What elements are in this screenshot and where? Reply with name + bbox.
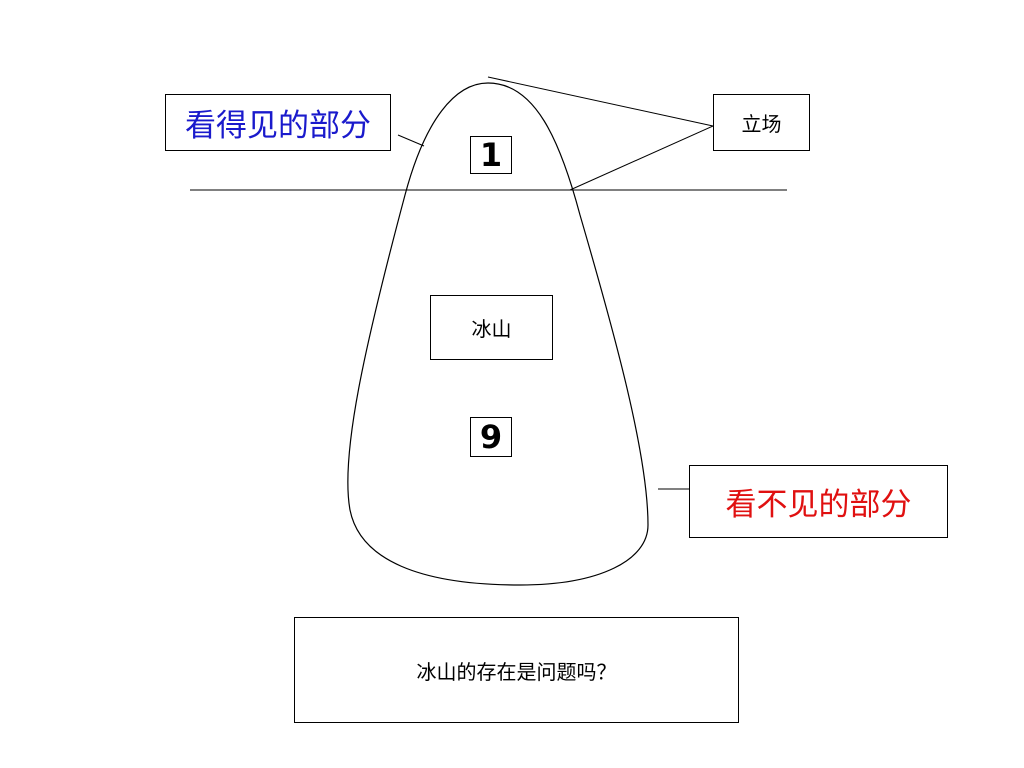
- above-water-number-box: 1: [470, 136, 512, 174]
- visible-leader-line: [397, 134, 425, 147]
- iceberg-text: 冰山: [471, 317, 512, 341]
- visible-part-label: 看得见的部分: [165, 94, 391, 151]
- iceberg-label: 冰山: [430, 295, 553, 360]
- stance-pointer-lower: [569, 125, 714, 191]
- invisible-part-label: 看不见的部分: [689, 465, 948, 538]
- iceberg-outline: [347, 82, 649, 586]
- stance-pointer-upper: [487, 76, 714, 127]
- stance-text: 立场: [741, 112, 782, 136]
- stance-label: 立场: [713, 94, 810, 151]
- question-box: 冰山的存在是问题吗？: [294, 617, 739, 723]
- visible-part-text: 看得见的部分: [185, 108, 371, 144]
- invisible-part-text: 看不见的部分: [725, 487, 912, 523]
- below-water-number: 9: [479, 418, 503, 456]
- above-water-number: 1: [479, 136, 503, 174]
- below-water-number-box: 9: [470, 417, 512, 457]
- question-text: 冰山的存在是问题吗？: [416, 659, 617, 684]
